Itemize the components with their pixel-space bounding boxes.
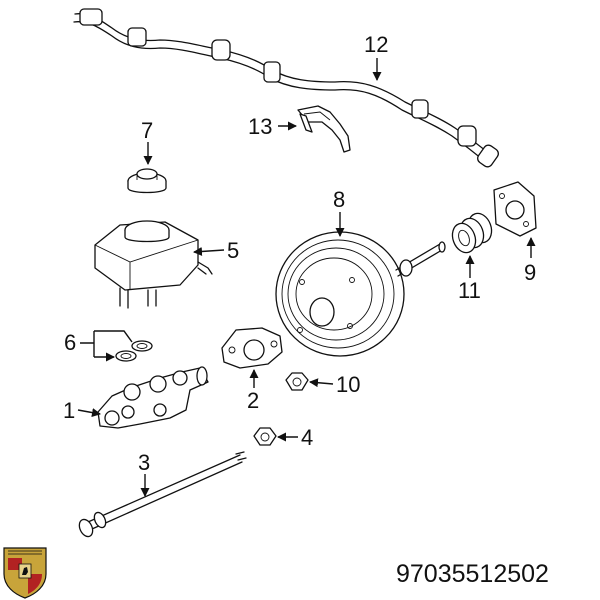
callout-12: 12 [364, 32, 388, 57]
leader-lines [77, 58, 536, 497]
part-number: 97035512502 [396, 560, 549, 588]
nut-part-10 [285, 372, 309, 391]
porsche-crest-logo [3, 547, 47, 599]
gasket-part-2 [221, 327, 283, 369]
nut-part-4 [253, 427, 277, 446]
master-cylinder-part-1 [97, 366, 209, 429]
bracket-clip-part-13 [297, 105, 351, 153]
seals-part-6 [115, 340, 153, 362]
callout-2: 2 [247, 388, 259, 413]
boot-part-11 [451, 212, 493, 254]
callout-7: 7 [141, 118, 153, 143]
callout-labels: 7 5 6 1 3 2 10 4 8 11 9 12 13 [63, 32, 536, 475]
callout-9: 9 [524, 260, 536, 285]
callout-10: 10 [336, 372, 360, 397]
callout-4: 4 [301, 425, 313, 450]
callout-5: 5 [227, 238, 239, 263]
reservoir-cap-part-7 [127, 168, 167, 194]
vacuum-hose-part-12 [73, 8, 499, 168]
gasket-part-9 [493, 181, 537, 237]
push-rod-part-3 [78, 451, 247, 538]
callout-11: 11 [458, 278, 481, 303]
fluid-reservoir-part-5 [94, 220, 213, 309]
callout-1: 1 [63, 398, 75, 423]
callout-3: 3 [138, 450, 150, 475]
callout-6: 6 [64, 330, 76, 355]
callout-13: 13 [248, 114, 272, 139]
brake-booster-part-8 [275, 231, 446, 357]
callout-8: 8 [333, 187, 345, 212]
